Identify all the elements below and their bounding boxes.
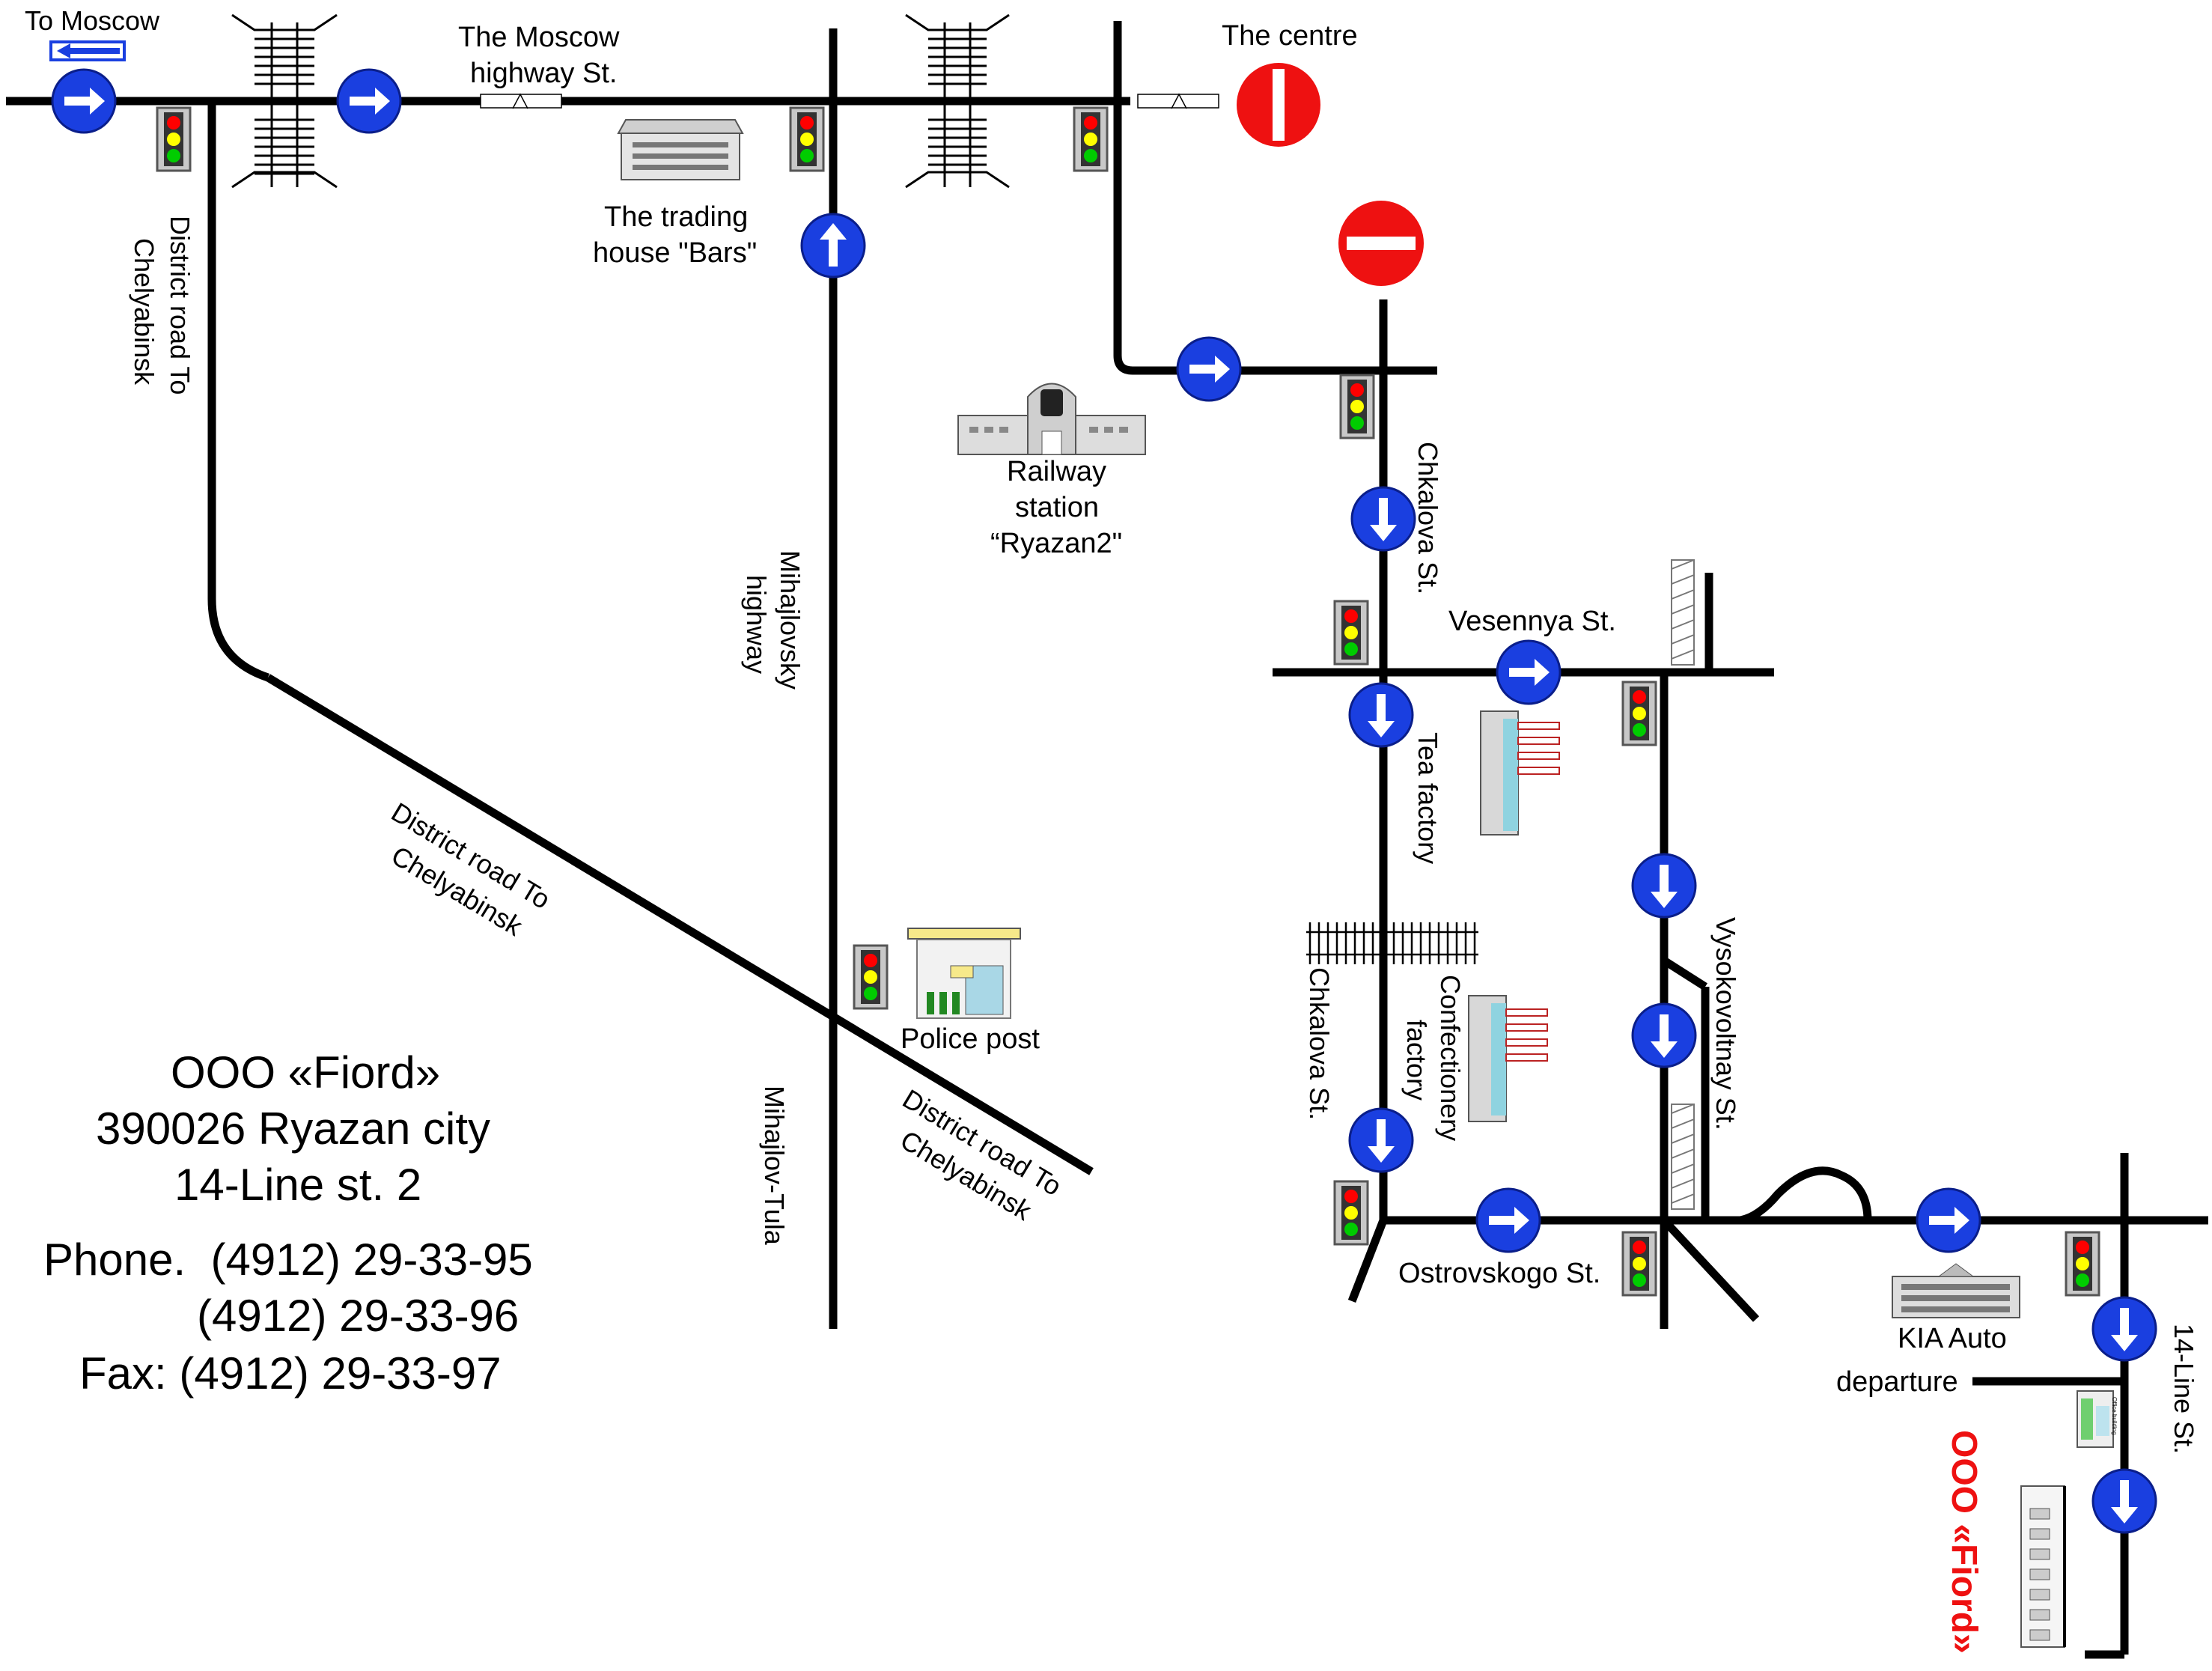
office-building-icon bbox=[2077, 1390, 2114, 1448]
road-vysokovoltnay-branch bbox=[1662, 957, 1707, 990]
arrow-down-sign-icon bbox=[1631, 1002, 1697, 1068]
arrow-down-sign-icon bbox=[2091, 1468, 2157, 1534]
district-road-vertical-label-2: Chelyabinsk bbox=[129, 238, 159, 386]
arrow-down-sign-icon bbox=[1350, 486, 1416, 552]
traffic-light-icon bbox=[1073, 106, 1109, 172]
to-moscow-label: To Moscow bbox=[25, 5, 160, 36]
traffic-light-icon bbox=[1621, 1231, 1657, 1297]
phone-2: (4912) 29-33-96 bbox=[197, 1291, 520, 1341]
tea-factory-building-icon bbox=[1480, 710, 1560, 836]
confectionery-factory-label-2: factory bbox=[1401, 1020, 1432, 1101]
ostrovskogo-label: Ostrovskogo St. bbox=[1398, 1258, 1600, 1289]
arrow-down-sign-icon bbox=[1348, 682, 1414, 748]
arrow-right-sign-icon bbox=[1916, 1187, 1981, 1253]
vysokovoltnay-label: Vysokovoltnay St. bbox=[1710, 917, 1741, 1130]
no-entry-sign-icon bbox=[1237, 63, 1320, 147]
no-entry-sign-icon bbox=[1338, 201, 1424, 286]
chkalova-upper-label: Chkalova St. bbox=[1413, 442, 1443, 594]
railway-crossing-icon bbox=[231, 13, 338, 189]
trading-house-building-icon bbox=[617, 119, 744, 180]
fax: Fax: (4912) 29-33-97 bbox=[79, 1348, 502, 1398]
traffic-light-icon bbox=[1333, 600, 1369, 666]
company-name: OOO «Fiord» bbox=[171, 1047, 441, 1098]
police-post-building-icon bbox=[907, 928, 1021, 1019]
traffic-light-icon bbox=[156, 106, 192, 172]
police-post-label: Police post bbox=[901, 1023, 1040, 1055]
traffic-light-icon bbox=[853, 944, 889, 1010]
moscow-highway-label: The Moscow bbox=[458, 22, 620, 53]
railway-station-building-icon bbox=[957, 383, 1146, 455]
arrow-right-sign-icon bbox=[1475, 1187, 1541, 1253]
14-line-label: 14-Line St. bbox=[2169, 1324, 2199, 1454]
road-district-diagonal bbox=[266, 674, 1094, 1175]
tea-factory-label: Tea factory bbox=[1413, 732, 1443, 864]
roads bbox=[6, 21, 2208, 1659]
vesennya-label: Vesennya St. bbox=[1448, 606, 1616, 637]
mihajlovsky-highway-label-2: highway bbox=[741, 575, 772, 674]
railway-crossing-icon bbox=[1306, 922, 1478, 964]
arrow-right-sign-icon bbox=[1496, 639, 1561, 705]
arrow-right-sign-icon bbox=[336, 68, 402, 134]
road-centre-bend bbox=[1113, 355, 1437, 375]
centre-label: The centre bbox=[1222, 20, 1358, 52]
address-city: 390026 Ryazan city bbox=[96, 1104, 490, 1154]
kia-auto-label: KIA Auto bbox=[1898, 1323, 2007, 1354]
address-street: 14-Line st. 2 bbox=[174, 1160, 422, 1210]
phone-1: Phone. (4912) 29-33-95 bbox=[43, 1235, 533, 1285]
chkalova-lower-label: Chkalova St. bbox=[1304, 967, 1335, 1120]
arrow-right-sign-icon bbox=[1176, 336, 1242, 402]
departure-label: departure bbox=[1836, 1366, 1958, 1398]
railway-station-label: Railway bbox=[1007, 456, 1106, 487]
traffic-light-icon bbox=[1621, 681, 1657, 746]
fiord-office-building-icon bbox=[2020, 1485, 2066, 1648]
arrow-down-sign-icon bbox=[1631, 853, 1697, 919]
arrow-down-sign-icon bbox=[2091, 1296, 2157, 1362]
road-loop bbox=[1739, 1166, 1872, 1225]
arrow-down-sign-icon bbox=[1348, 1107, 1414, 1173]
road-ostrovskogo-left bbox=[1347, 1219, 1388, 1303]
district-road-vertical-label: District road To bbox=[165, 216, 195, 395]
arrow-up-sign-icon bbox=[800, 213, 866, 278]
traffic-light-icon bbox=[789, 106, 825, 172]
moscow-highway-label-2: highway St. bbox=[470, 58, 617, 89]
trading-house-label: The trading bbox=[604, 201, 748, 233]
road-district-curve bbox=[207, 598, 269, 682]
road-ostrovskogo-right bbox=[1660, 1217, 1760, 1322]
to-moscow-arrow-icon bbox=[49, 40, 126, 61]
mihajlovsky-highway-label: Mihajlovsky bbox=[775, 550, 805, 690]
office-building-label: Office building bbox=[2111, 1397, 2118, 1435]
railway-crossing-icon bbox=[905, 13, 1010, 189]
railway-station-label-2: station bbox=[1015, 492, 1099, 523]
railway-station-label-3: “Ryazan2" bbox=[990, 528, 1122, 559]
road-breaks bbox=[480, 93, 1219, 109]
traffic-light-icon bbox=[2065, 1231, 2100, 1297]
railway-strip-icon bbox=[1671, 559, 1695, 1210]
company-vertical-label: OOO «Fiord» bbox=[1944, 1430, 1984, 1654]
confectionery-factory-building-icon bbox=[1468, 995, 1548, 1122]
arrow-right-sign-icon bbox=[51, 68, 117, 134]
traffic-light-icon bbox=[1333, 1180, 1369, 1246]
traffic-light-icon bbox=[1339, 374, 1375, 439]
trading-house-label-2: house "Bars" bbox=[593, 237, 757, 269]
confectionery-factory-label: Confectionery bbox=[1435, 975, 1466, 1141]
mihajlov-tula-label: Mihajlov-Tula bbox=[759, 1086, 790, 1246]
kia-auto-building-icon bbox=[1892, 1263, 2020, 1318]
